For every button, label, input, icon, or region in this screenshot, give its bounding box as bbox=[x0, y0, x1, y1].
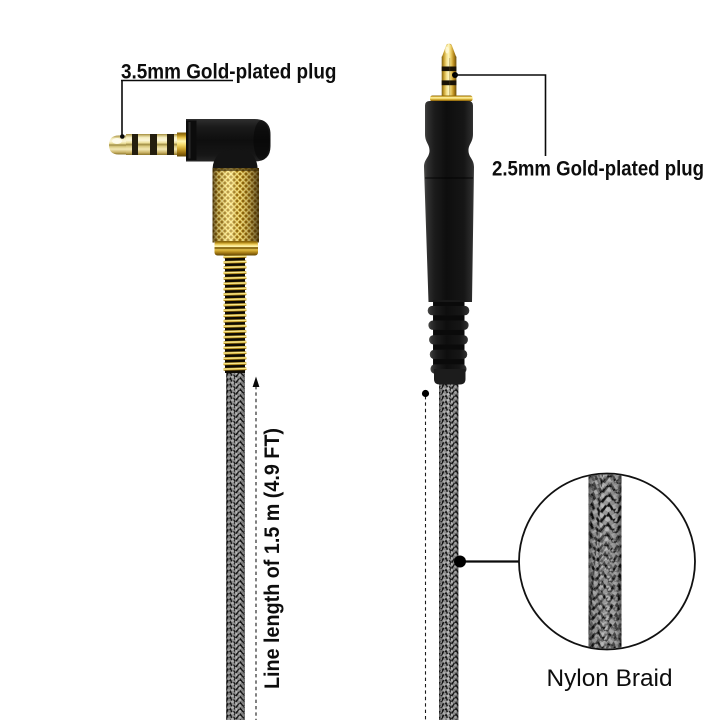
svg-text:Line length of 1.5 m (4.9 FT): Line length of 1.5 m (4.9 FT) bbox=[260, 428, 284, 689]
svg-text:2.5mm Gold-plated plug: 2.5mm Gold-plated plug bbox=[492, 157, 704, 181]
svg-text:Nylon Braid: Nylon Braid bbox=[547, 665, 673, 692]
svg-text:3.5mm Gold-plated plug: 3.5mm Gold-plated plug bbox=[121, 60, 337, 84]
